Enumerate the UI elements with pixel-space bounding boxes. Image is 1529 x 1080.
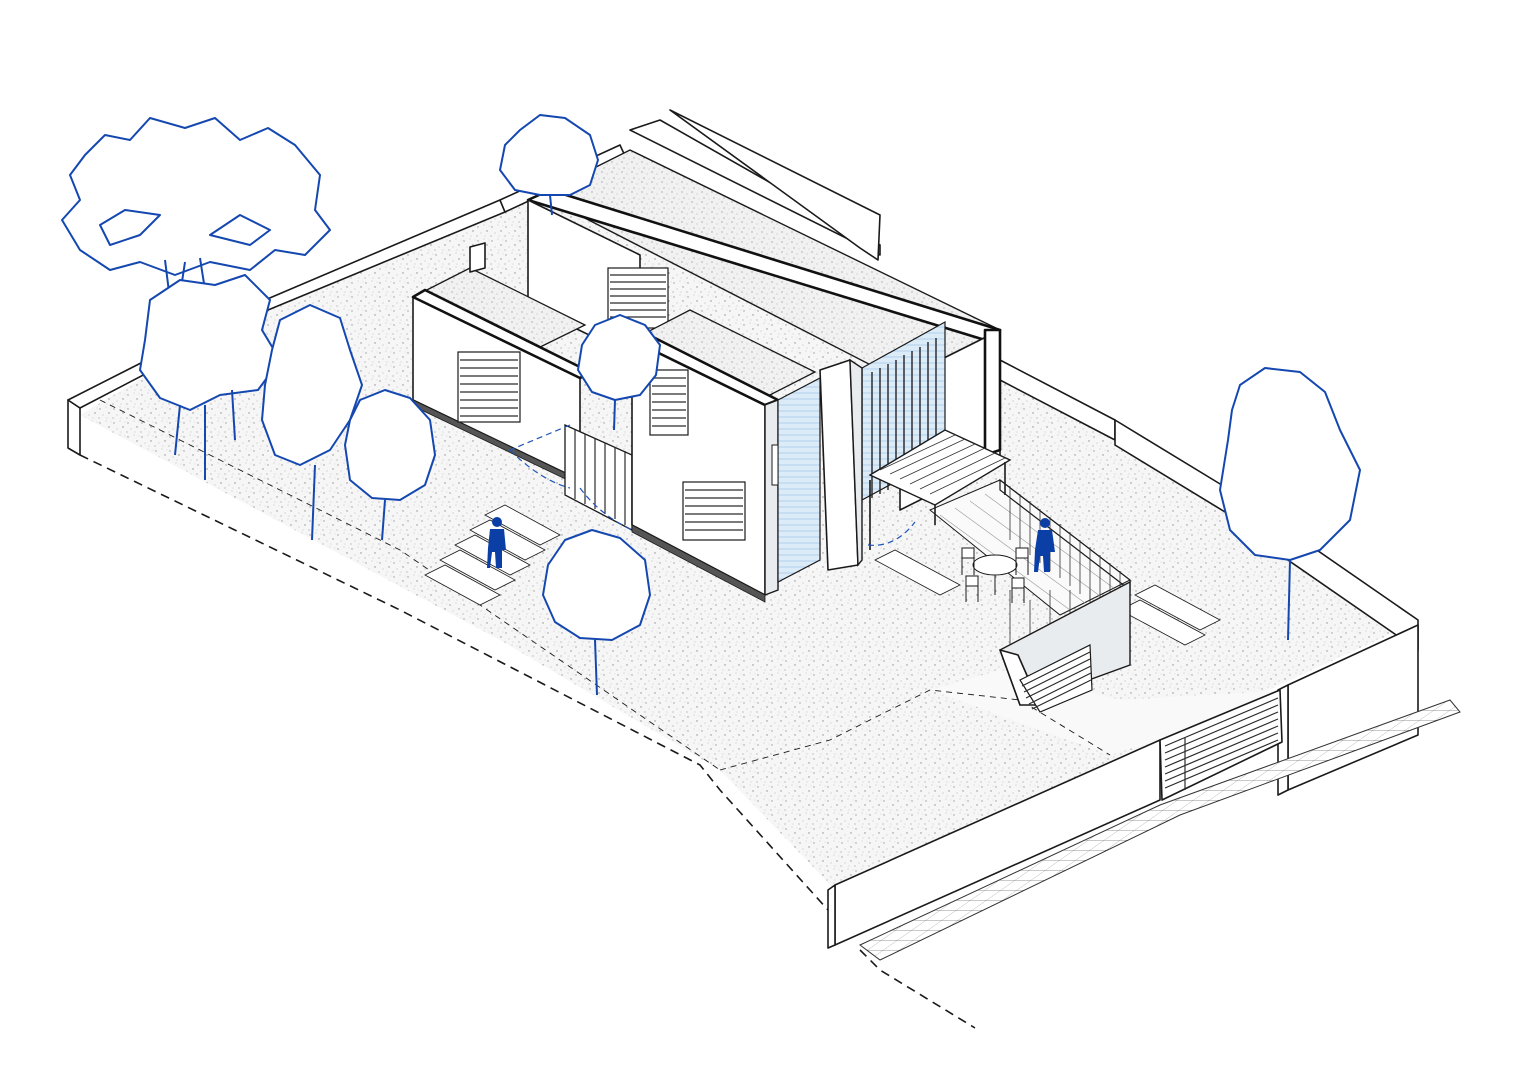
right-block-fin [983,328,1002,457]
left-wing-window[interactable] [457,351,521,423]
left-wall-end [67,399,81,456]
tree-icon [577,314,661,431]
stepping-stones [424,504,1221,646]
front-box-window-lower[interactable] [682,481,746,541]
front-wall-left-end [827,884,836,949]
rear-parapet [629,119,881,256]
pergola-slats [879,434,1006,495]
front-box-edge-side [764,398,779,597]
site-boundary-dashed [79,454,829,911]
side-slot-window [771,444,779,486]
upper-window[interactable] [607,267,669,329]
entry-gate-slats [574,430,626,525]
pergola [868,429,1012,506]
left-wing-window-louvers [460,359,518,417]
person-icon [487,517,506,568]
tree-icon [499,114,599,216]
front-box-window-lower-louvers [685,489,743,531]
house [411,109,1012,603]
chimney [469,242,486,273]
front-box-window-upper-louvers [652,377,686,427]
middle-fin-side [849,358,863,567]
tree-icon [61,117,331,301]
tree-icon [542,529,651,696]
front-gate[interactable] [1159,689,1283,801]
tree-icon [261,304,363,541]
terrace [929,478,1131,713]
garage-door-slats [1021,651,1092,710]
front-gate-slats [1164,697,1279,790]
chair-icon [961,547,1029,603]
setback-line-dashed [99,399,721,771]
rear-fin [669,109,881,261]
tree-icon [1219,367,1361,641]
property-line-dashed [719,689,1111,771]
tree-icon [344,389,436,541]
upper-window-louvers [610,274,666,318]
terrace-door-arc [867,521,916,546]
table-icon [972,554,1018,595]
person-icon [1034,518,1055,572]
street-boundary-dashed [859,949,976,1029]
sidewalk-tiles [859,699,1461,961]
gate-swing-arc [509,424,633,531]
front-box-side-glazing [777,377,821,583]
